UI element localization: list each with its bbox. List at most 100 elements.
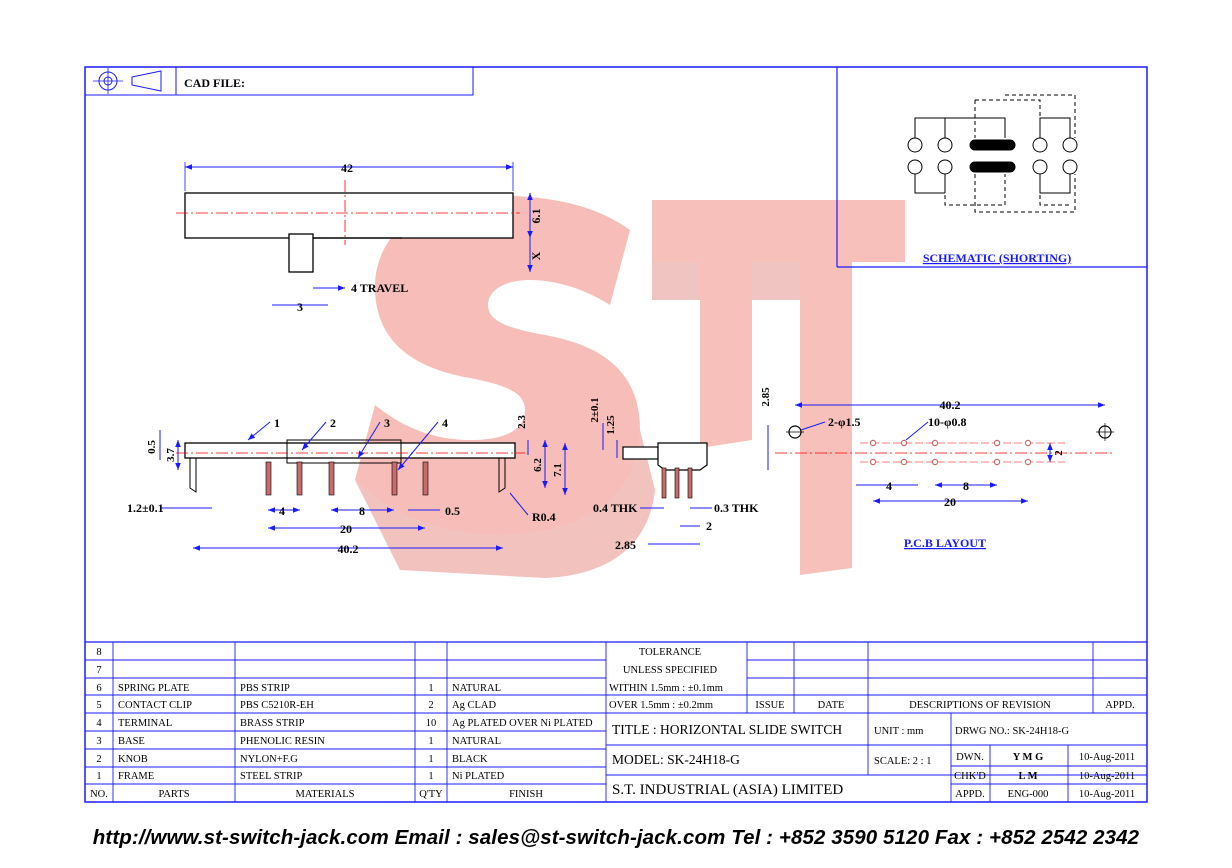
tolerance-within: WITHIN 1.5mm : ±0.1mm <box>609 683 723 694</box>
bom-row-qty: 1 <box>428 736 433 747</box>
top-width-dim: 42 <box>341 161 353 175</box>
bom-header-finish: FINISH <box>509 789 543 800</box>
dim-r0-4: R0.4 <box>532 510 556 524</box>
dim-8: 8 <box>359 504 365 518</box>
tolerance-title: TOLERANCE <box>639 647 701 658</box>
pcb-dim-4: 4 <box>886 479 892 493</box>
chk-label: CHK'D <box>954 771 986 782</box>
tolerance-subtitle: UNLESS SPECIFIED <box>623 665 718 676</box>
bom-row-no: 8 <box>96 647 101 658</box>
pcb-layout-label: P.C.B LAYOUT <box>904 536 986 550</box>
callout-3: 3 <box>384 416 390 430</box>
schematic-label: SCHEMATIC (SHORTING) <box>923 251 1071 265</box>
callout-2: 2 <box>330 416 336 430</box>
pcb-hole-large: 2-φ1.5 <box>828 415 860 429</box>
scale-label: SCALE: 2 : 1 <box>874 756 931 767</box>
dim-2-3: 2.3 <box>516 415 528 429</box>
pcb-dim-2: 2 <box>1053 450 1065 456</box>
bom-row-material: PHENOLIC RESIN <box>240 736 325 747</box>
bom-row-part: CONTACT CLIP <box>118 700 192 711</box>
pcb-dim-20: 20 <box>944 495 956 509</box>
dim-20: 20 <box>340 522 352 536</box>
chk-date: 10-Aug-2011 <box>1079 771 1135 782</box>
bom-row-finish: Ni PLATED <box>452 771 505 782</box>
drawing-number: DRWG NO.: SK-24H18-G <box>955 726 1069 737</box>
front-pins <box>265 461 429 496</box>
bom-row-no: 7 <box>96 665 101 676</box>
revision-issue-header: ISSUE <box>755 700 784 711</box>
bom-row-finish: BLACK <box>452 754 488 765</box>
side-dim-1-25: 1.25 <box>605 415 617 435</box>
dim-0-5-left: 0.5 <box>146 440 158 454</box>
title-block: 8 7 6 SPRING PLATE PBS STRIP 1 NATURAL 5… <box>85 641 1147 802</box>
drawing-title: TITLE : HORIZONTAL SLIDE SWITCH <box>612 722 842 737</box>
side-dim-2-small: 2 <box>706 519 712 533</box>
drawing-frame <box>84 66 1148 803</box>
cad-file-box: CAD FILE: <box>84 66 474 96</box>
bom-row-no: 3 <box>96 736 101 747</box>
callout-1: 1 <box>274 416 280 430</box>
bom-row-material: STEEL STRIP <box>240 771 302 782</box>
bom-row-finish: Ag CLAD <box>452 700 496 711</box>
revision-date-header: DATE <box>818 700 845 711</box>
bom-row-material: NYLON+F.G <box>240 754 298 765</box>
revision-appd-header: APPD. <box>1105 700 1134 711</box>
pcb-dim-8: 8 <box>963 479 969 493</box>
bom-header-parts: PARTS <box>158 789 189 800</box>
bom-row-part: FRAME <box>118 771 154 782</box>
bom-row-part: BASE <box>118 736 145 747</box>
side-dim-2-85: 2.85 <box>615 538 636 552</box>
pcb-dim-40-2: 40.2 <box>940 398 961 412</box>
side-dim-2: 2±0.1 <box>589 397 601 422</box>
bom-row-no: 6 <box>96 683 101 694</box>
bom-header-no: NO. <box>90 789 108 800</box>
bom-table: 8 7 6 SPRING PLATE PBS STRIP 1 NATURAL 5… <box>90 647 593 800</box>
bom-row-no: 4 <box>96 718 102 729</box>
bom-row-material: BRASS STRIP <box>240 718 305 729</box>
bom-row-material: PBS C5210R-EH <box>240 700 314 711</box>
side-dim-thk-04: 0.4 THK <box>593 501 638 515</box>
schematic-box: SCHEMATIC (SHORTING) <box>836 67 1147 268</box>
bom-row-qty: 1 <box>428 683 433 694</box>
bom-header-qty: Q'TY <box>419 789 443 800</box>
pcb-dim-2-85: 2.85 <box>760 387 772 407</box>
top-x-dim: X <box>529 251 543 260</box>
appd-date: 10-Aug-2011 <box>1079 789 1135 800</box>
side-view: 2±0.1 1.25 0.4 THK 0.3 THK 2 2.85 <box>589 397 759 552</box>
company-name: S.T. INDUSTRIAL (ASIA) LIMITED <box>612 782 843 798</box>
top-travel-dim: 4 TRAVEL <box>351 281 408 295</box>
bom-row-finish: NATURAL <box>452 683 501 694</box>
dim-7-1: 7.1 <box>552 463 564 477</box>
dwn-name: Y M G <box>1013 752 1044 763</box>
side-dim-thk-03: 0.3 THK <box>714 501 759 515</box>
watermark-logo <box>355 195 905 578</box>
appd-label: APPD. <box>955 789 984 800</box>
bom-row-qty: 1 <box>428 771 433 782</box>
bom-row-finish: Ag PLATED OVER Ni PLATED <box>452 718 593 729</box>
contact-footer: http://www.st-switch-jack.com Email : sa… <box>92 826 1140 849</box>
bom-row-qty: 2 <box>428 700 433 711</box>
unit-label: UNIT : mm <box>874 726 923 737</box>
cad-file-label: CAD FILE: <box>184 76 245 90</box>
bom-row-part: TERMINAL <box>118 718 172 729</box>
pcb-layout: 40.2 2.85 2-φ1.5 10-φ0.8 2 4 8 20 P.C.B … <box>760 387 1115 550</box>
tolerance-over: OVER 1.5mm : ±0.2mm <box>609 700 713 711</box>
bom-row-qty: 10 <box>426 718 437 729</box>
top-view: 42 6.1 X 4 TRAVEL 3 <box>176 161 543 314</box>
bom-header-materials: MATERIALS <box>296 789 355 800</box>
projection-symbol-icon <box>93 68 162 94</box>
appd-name: ENG-000 <box>1008 789 1049 800</box>
callout-4: 4 <box>442 416 448 430</box>
dim-3-7: 3.7 <box>165 448 177 462</box>
bom-row-no: 5 <box>96 700 101 711</box>
bom-row-part: SPRING PLATE <box>118 683 189 694</box>
bom-row-no: 1 <box>96 771 101 782</box>
dim-40-2: 40.2 <box>338 542 359 556</box>
dwn-label: DWN. <box>956 752 984 763</box>
bom-row-finish: NATURAL <box>452 736 501 747</box>
front-view: 1 2 3 4 0.5 3.7 2.3 6.2 7.1 1.2±0.1 4 8 … <box>127 415 568 556</box>
chk-name: L M <box>1019 771 1038 782</box>
bom-row-part: KNOB <box>118 754 148 765</box>
dwn-date: 10-Aug-2011 <box>1079 752 1135 763</box>
